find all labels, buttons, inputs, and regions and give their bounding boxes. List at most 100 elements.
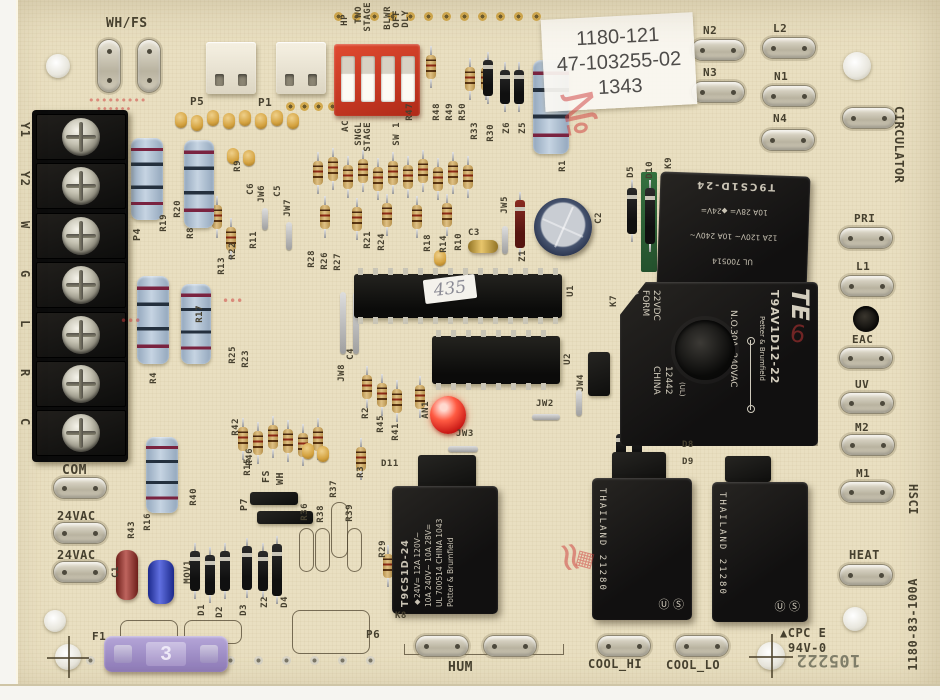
dip-switch-slider	[361, 56, 375, 102]
resistor-body	[216, 196, 218, 205]
silkscreen-label: R39	[345, 504, 355, 522]
solder-pad	[86, 656, 95, 665]
silkscreen-label: R49	[445, 103, 455, 121]
resistor-body	[469, 58, 471, 67]
resistor-body	[226, 227, 236, 251]
terminal-label-r: R	[18, 369, 32, 377]
resistor-body	[392, 152, 394, 161]
diode-body	[649, 244, 651, 252]
diode	[205, 547, 215, 603]
resistor	[227, 148, 239, 164]
electrolytic-capacitor-c2	[534, 198, 592, 256]
quick-connect-tab	[138, 40, 160, 92]
silkscreen-label: JW7	[283, 199, 293, 217]
silkscreen-label: SW 1	[392, 122, 402, 146]
resistor	[433, 158, 443, 200]
resistor-body	[238, 427, 248, 451]
resistor-body	[287, 420, 289, 429]
resistor-body	[242, 418, 244, 427]
solder-pad	[478, 12, 487, 21]
relay-part-number: T9CS1D-24	[694, 178, 776, 193]
diode-body	[483, 60, 493, 96]
terminal-cell-y1	[36, 114, 126, 160]
red-inspection-mark: •••	[222, 294, 244, 308]
black-component	[418, 455, 476, 491]
resistor-body	[302, 424, 304, 433]
silkscreen-label: R29	[378, 540, 388, 558]
resistor-body	[418, 159, 428, 183]
resistor	[212, 196, 222, 238]
resistor-body	[422, 183, 424, 192]
silkscreen-label: R33	[470, 122, 480, 140]
mounting-hole	[843, 607, 867, 631]
solder-pad	[370, 12, 379, 21]
resistor-body	[360, 471, 362, 480]
resistor	[287, 113, 299, 129]
resistor-body	[313, 161, 323, 185]
resistor-body	[377, 191, 379, 200]
diode-body	[246, 590, 248, 598]
resistor-body	[396, 413, 398, 422]
quick-connect-tab	[54, 478, 106, 498]
silkscreen-label: R25	[228, 346, 238, 364]
resistor-body	[467, 156, 469, 165]
resistor-body	[352, 207, 362, 231]
jumper-wire	[353, 292, 359, 354]
relay-part-number: T9CS1D-24	[400, 539, 411, 607]
relay-text: ◆24V= 12A 120V~	[413, 531, 422, 607]
silkscreen-label: D3	[239, 604, 249, 616]
terminal-label-y2: Y2	[18, 171, 32, 187]
diode-body	[258, 551, 268, 591]
silkscreen-label: C6	[246, 183, 256, 195]
silkscreen-label: R45	[376, 415, 386, 433]
jumper-wire	[262, 208, 268, 230]
relay-k7: TE T9AV1D12-22 Petter & Brumfield 22VDC …	[620, 282, 818, 446]
resistor-body	[452, 152, 454, 161]
diode-body	[500, 70, 510, 104]
relay-text: THAILAND 21280	[597, 488, 607, 592]
terminal-screw	[62, 266, 100, 305]
ic-u1: 435	[354, 268, 562, 324]
quick-connect-tab	[676, 636, 728, 656]
silkscreen-label: 1180-83-100A	[906, 578, 920, 671]
silkscreen-label: FS	[261, 470, 272, 484]
silkscreen-label: R21	[363, 231, 373, 249]
silkscreen-label: R40	[189, 488, 199, 506]
silkscreen-label: D8	[682, 440, 694, 450]
relay-text: Petter & Brumfield	[758, 316, 766, 381]
silkscreen-label: C2	[594, 212, 604, 224]
resistor-body	[392, 389, 402, 413]
resistor	[358, 150, 368, 192]
silkscreen-label: D1	[197, 604, 207, 616]
diode	[500, 62, 510, 112]
terminal-cell-r	[36, 361, 126, 407]
resistor-body	[366, 366, 368, 375]
diode-body	[209, 547, 211, 555]
diode	[627, 180, 637, 242]
relay-text: 12442 CHINA	[651, 366, 673, 395]
silkscreen-label: COM	[62, 463, 87, 478]
resistor	[268, 416, 278, 458]
resistor-body	[452, 185, 454, 194]
capacitor	[148, 560, 174, 604]
solder-pad	[314, 102, 323, 111]
resistor	[255, 113, 267, 129]
relay-part-number: T9AV1D12-22	[768, 290, 781, 385]
silkscreen-label: R11	[249, 231, 259, 249]
diode-body	[205, 555, 215, 595]
quick-connect-tab	[840, 565, 892, 585]
resistor	[362, 366, 372, 408]
connector-p5	[206, 42, 256, 94]
silkscreen-label: JW3	[456, 429, 474, 439]
silkscreen-label: JW4	[576, 374, 586, 392]
silkscreen-label: R13	[217, 257, 227, 275]
diode-body	[515, 200, 525, 248]
sticker-line: 1343	[597, 74, 644, 99]
resistor-body	[465, 67, 475, 91]
silkscreen-label: N3	[703, 66, 718, 79]
relay-contact-diagram	[747, 337, 767, 413]
resistor-body	[324, 229, 326, 238]
power-resistor	[184, 140, 214, 228]
relay-text: 10A 240V~ 10A 28V=	[424, 523, 433, 607]
